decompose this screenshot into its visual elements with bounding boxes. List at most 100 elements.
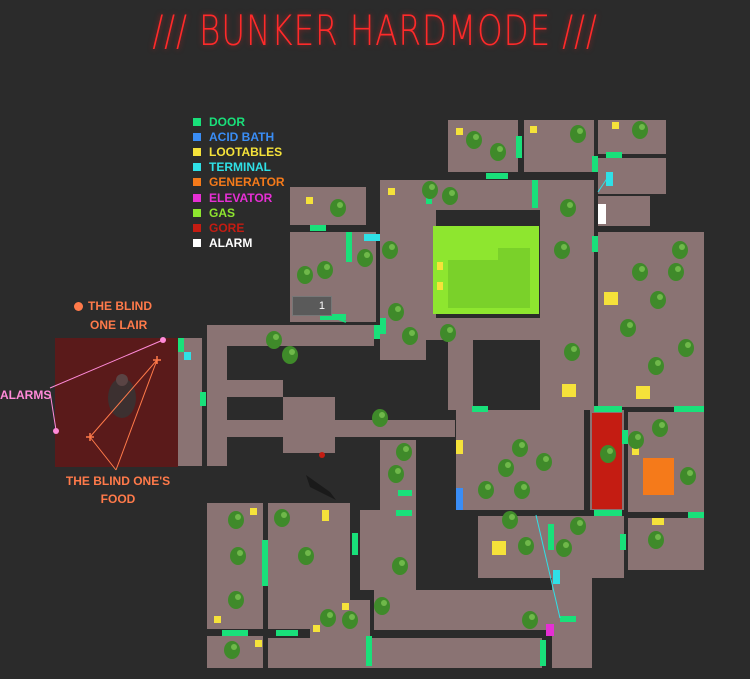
food-lines <box>89 359 158 471</box>
zombie-icon <box>648 531 664 549</box>
legend-swatch <box>193 117 201 126</box>
legend-item: GAS <box>193 205 285 220</box>
terminal-link <box>597 173 611 193</box>
zombie-icon <box>478 481 494 499</box>
acid-bath <box>456 488 463 510</box>
zombie-icon <box>521 484 527 490</box>
legend-swatch <box>193 132 201 141</box>
legend-label: GENERATOR <box>209 175 285 190</box>
zombie-icon <box>330 199 346 217</box>
alarms-label: ALARMS <box>0 388 52 402</box>
legend-item: ALARM <box>193 236 285 251</box>
turret-icon <box>306 452 336 500</box>
legend-label: ALARM <box>209 236 253 251</box>
legend-item: DOOR <box>193 114 285 129</box>
zombie-icon <box>564 343 580 361</box>
legend-swatch <box>193 147 201 156</box>
zombie-icon <box>655 360 661 366</box>
legend-label: GORE <box>209 220 245 235</box>
terminal-link <box>535 514 561 619</box>
zombie-icon <box>305 550 311 556</box>
zombie-icon <box>379 412 385 418</box>
zombie-icon <box>687 470 693 476</box>
zombie-icon <box>672 241 688 259</box>
zombie-icon <box>317 261 333 279</box>
zombie-icon <box>281 512 287 518</box>
zombie-icon <box>320 609 336 627</box>
zombie-icon <box>297 266 313 284</box>
zombie-icon <box>337 202 343 208</box>
zombie-icon <box>388 303 404 321</box>
zombie-icon <box>422 181 438 199</box>
zombie-icon <box>505 462 511 468</box>
zombie-icon <box>648 357 664 375</box>
zombie-icon <box>675 266 681 272</box>
zombie-icon <box>561 244 567 250</box>
zombie-icon <box>556 539 572 557</box>
alarm-marker <box>160 337 166 343</box>
zombie-icon <box>442 187 458 205</box>
zombie-icon <box>440 324 456 342</box>
zombie-icon <box>298 547 314 565</box>
legend-label: ELEVATOR <box>209 190 273 205</box>
zombie-icon <box>570 517 586 535</box>
legend-item: LOOTABLES <box>193 144 285 159</box>
zombie-icon <box>449 190 455 196</box>
zombie-icon <box>650 291 666 309</box>
legend-item: ACID BATH <box>193 129 285 144</box>
map-title: /// BUNKER HARDMODE /// <box>152 6 598 55</box>
zombie-icon <box>607 448 613 454</box>
zombie-icon <box>342 611 358 629</box>
zombie-icon <box>655 534 661 540</box>
zombie-icon <box>403 446 409 452</box>
lair-label-line1: THE BLIND <box>74 299 152 313</box>
alarm-lines <box>49 339 164 431</box>
zombie-icon <box>668 263 684 281</box>
zombie-icon <box>490 143 506 161</box>
zombie-icon <box>409 330 415 336</box>
legend-swatch <box>193 193 201 202</box>
legend-label: DOOR <box>209 114 245 129</box>
count-badge: 1 <box>292 296 332 316</box>
room-floors <box>178 120 704 668</box>
zombie-icon <box>364 252 370 258</box>
zombie-icon <box>685 342 691 348</box>
zombie-icon <box>447 327 453 333</box>
zombie-icon <box>235 594 241 600</box>
zombie-icon <box>502 511 518 529</box>
lair-label-line2: ONE LAIR <box>90 318 148 332</box>
zombie-icon <box>395 468 401 474</box>
legend-swatch <box>193 178 201 187</box>
zombie-icon <box>632 263 648 281</box>
zombie-icon <box>466 131 482 149</box>
zombie-icon <box>357 249 373 267</box>
zombie-icon <box>652 419 668 437</box>
zombie-icon <box>639 266 645 272</box>
zombie-icon <box>536 453 552 471</box>
zombie-icon <box>678 339 694 357</box>
zombie-icon <box>657 294 663 300</box>
legend-swatch <box>193 208 201 217</box>
legend-item: GORE <box>193 220 285 235</box>
zombie-icon <box>560 199 576 217</box>
zombie-icon <box>327 612 333 618</box>
zombie-icon <box>554 241 570 259</box>
zombie-icon <box>543 456 549 462</box>
zombie-icon <box>620 319 636 337</box>
zombie-icon <box>396 443 412 461</box>
zombie-icon <box>512 439 528 457</box>
zombie-icon <box>635 434 641 440</box>
zombie-icon <box>399 560 405 566</box>
alarm-marker <box>53 428 59 434</box>
zombie-icon <box>577 520 583 526</box>
zombie-icon <box>600 445 616 463</box>
zombie-icon <box>473 134 479 140</box>
food-label-line2: FOOD <box>100 492 136 506</box>
legend-swatch <box>193 223 201 232</box>
zombie-icon <box>237 550 243 556</box>
zombie-group <box>224 121 696 659</box>
crosshair-icon <box>86 356 161 441</box>
zombie-icon <box>525 540 531 546</box>
zombie-icon <box>529 614 535 620</box>
